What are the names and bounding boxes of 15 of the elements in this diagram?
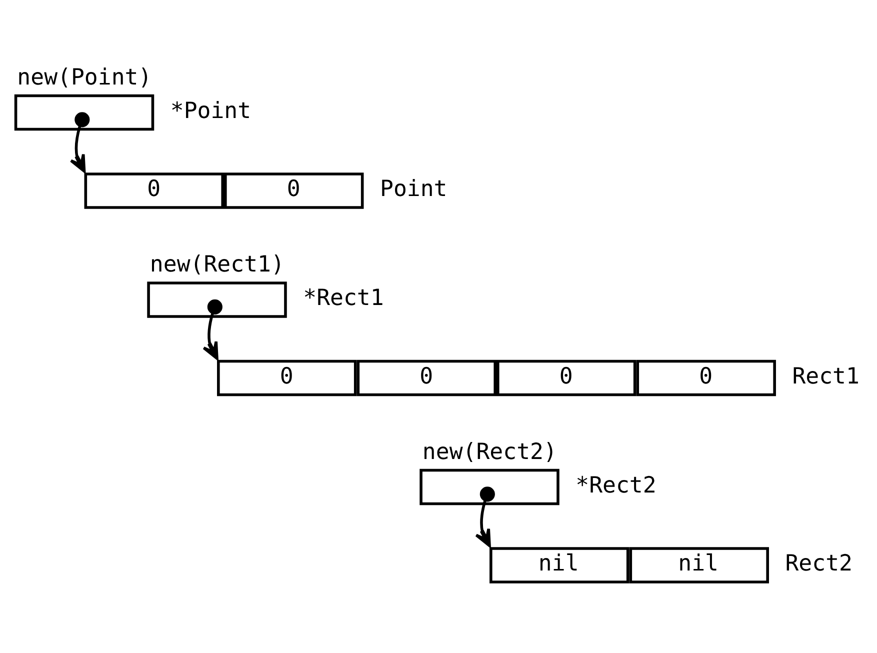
node-box bbox=[420, 468, 560, 505]
node-label: *Rect1 bbox=[303, 284, 384, 311]
node-label: new(Rect2) bbox=[422, 438, 557, 464]
node-label: Point bbox=[380, 176, 448, 202]
arrow bbox=[202, 298, 222, 360]
node-box bbox=[14, 94, 154, 130]
node-label: *Rect2 bbox=[576, 472, 656, 498]
node-label: *Point bbox=[170, 97, 252, 124]
node-label: Rect1 bbox=[792, 362, 860, 389]
arrow bbox=[70, 112, 90, 172]
node-label: new(Point) bbox=[17, 64, 152, 90]
node-label: Rect2 bbox=[785, 550, 852, 576]
arrow bbox=[474, 486, 495, 547]
node-label: new(Rect1) bbox=[150, 251, 284, 278]
node-box bbox=[147, 281, 287, 318]
